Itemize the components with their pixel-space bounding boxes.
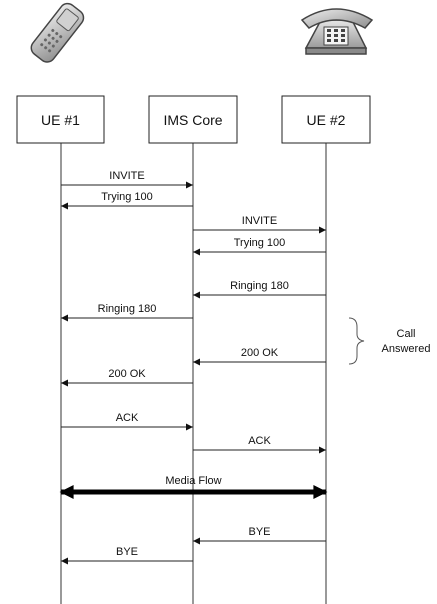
participant-ue2: UE #2 bbox=[282, 96, 370, 143]
call-answered-annotation: Call Answered bbox=[349, 318, 430, 364]
annotation-brace bbox=[349, 318, 364, 364]
message-label: Ringing 180 bbox=[230, 280, 289, 292]
message-6: Ringing 180 bbox=[61, 303, 193, 318]
message-13: BYE bbox=[61, 546, 193, 561]
message-2: Trying 100 bbox=[61, 191, 193, 206]
participant-ue1: UE #1 bbox=[17, 96, 104, 143]
message-1: INVITE bbox=[61, 170, 193, 185]
participant-ims-core-label: IMS Core bbox=[163, 112, 222, 128]
message-label: Ringing 180 bbox=[98, 303, 157, 315]
annotation-line1: Call bbox=[397, 328, 416, 340]
message-label: Media Flow bbox=[165, 475, 221, 487]
message-label: ACK bbox=[116, 412, 139, 424]
message-5: Ringing 180 bbox=[193, 280, 326, 295]
participant-ue2-label: UE #2 bbox=[307, 112, 346, 128]
message-label: 200 OK bbox=[241, 347, 279, 359]
message-label: BYE bbox=[116, 546, 138, 558]
message-label: INVITE bbox=[242, 215, 277, 227]
participant-ue1-label: UE #1 bbox=[41, 112, 80, 128]
message-10: ACK bbox=[193, 435, 326, 450]
mobile-phone-icon bbox=[28, 0, 87, 65]
desk-telephone-icon bbox=[302, 9, 372, 54]
participant-ims-core: IMS Core bbox=[149, 96, 237, 143]
message-label: ACK bbox=[248, 435, 271, 447]
message-12: BYE bbox=[193, 526, 326, 541]
message-label: Trying 100 bbox=[234, 237, 286, 249]
message-label: Trying 100 bbox=[101, 191, 153, 203]
annotation-line2: Answered bbox=[382, 343, 431, 355]
message-4: Trying 100 bbox=[193, 237, 326, 252]
message-7: 200 OK bbox=[193, 347, 326, 362]
message-label: 200 OK bbox=[108, 368, 146, 380]
message-label: INVITE bbox=[109, 170, 144, 182]
message-label: BYE bbox=[248, 526, 270, 538]
message-3: INVITE bbox=[193, 215, 326, 230]
message-8: 200 OK bbox=[61, 368, 193, 383]
message-9: ACK bbox=[61, 412, 193, 427]
